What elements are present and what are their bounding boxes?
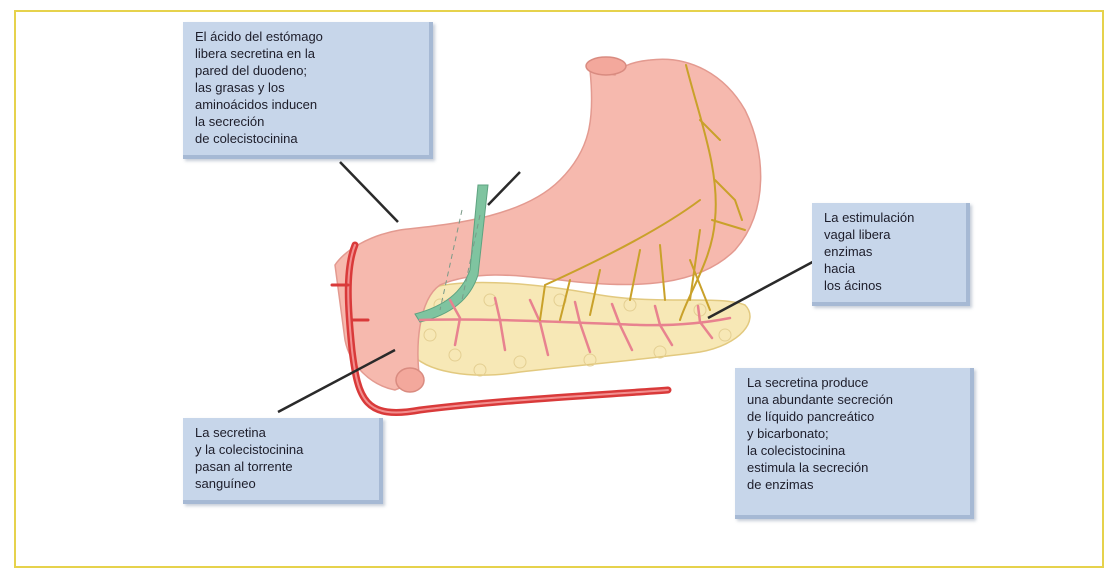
vagal-stimulation-label: La estimulación vagal libera enzimas hac… (812, 203, 970, 306)
bloodstream-label: La secretina y la colecistocinina pasan … (183, 418, 383, 504)
esophagus-opening (586, 57, 626, 75)
secretin-effect-label: La secretina produce una abundante secre… (735, 368, 974, 519)
duodenum-opening (396, 368, 424, 392)
stomach-acid-label: El ácido del estómago libera secretina e… (183, 22, 433, 159)
